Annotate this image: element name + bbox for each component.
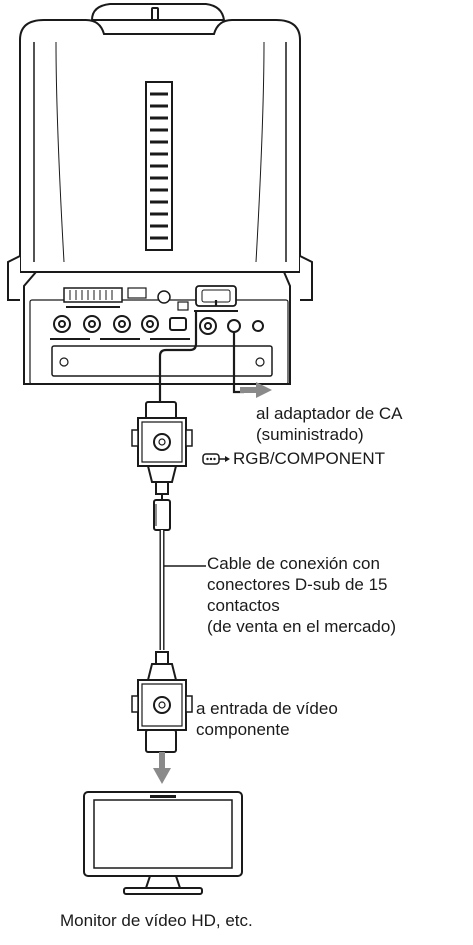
video-input-label: a entrada de vídeo componente bbox=[196, 698, 338, 740]
camera-unit bbox=[7, 3, 313, 301]
video-input-label-line1: a entrada de vídeo bbox=[196, 699, 338, 718]
cable-label-line2: conectores D-sub de 15 bbox=[207, 575, 388, 594]
hd-monitor bbox=[83, 791, 243, 895]
connector-panel bbox=[23, 271, 291, 385]
upper-dsub-plug bbox=[131, 401, 193, 495]
dc-in-port bbox=[227, 319, 241, 333]
cable-label-line4: (de venta en el mercado) bbox=[207, 617, 396, 636]
ac-adapter-label-line1: al adaptador de CA bbox=[256, 404, 403, 423]
dsub-connector-arrow-icon bbox=[202, 453, 230, 465]
cable-label-line3: contactos bbox=[207, 596, 280, 615]
vent-grille bbox=[150, 92, 168, 240]
lower-dsub-plug bbox=[131, 651, 193, 753]
port-5 bbox=[169, 317, 187, 331]
cable-label-line1: Cable de conexión con bbox=[207, 554, 380, 573]
ac-adapter-label-line2: (suministrado) bbox=[256, 425, 364, 444]
panel-fine-print bbox=[50, 306, 238, 340]
rgb-component-label: RGB/COMPONENT bbox=[233, 449, 386, 468]
monitor-caption: Monitor de vídeo HD, etc. bbox=[60, 911, 253, 930]
dsub-cable bbox=[153, 494, 206, 650]
cable-label: Cable de conexión con conectores D-sub d… bbox=[207, 553, 396, 637]
dip-switch bbox=[63, 287, 123, 303]
ac-adapter-arrow bbox=[240, 382, 272, 398]
video-input-label-line2: componente bbox=[196, 720, 290, 739]
ac-adapter-label: al adaptador de CA (suministrado) bbox=[256, 403, 403, 445]
monitor-input-arrow bbox=[153, 752, 171, 784]
